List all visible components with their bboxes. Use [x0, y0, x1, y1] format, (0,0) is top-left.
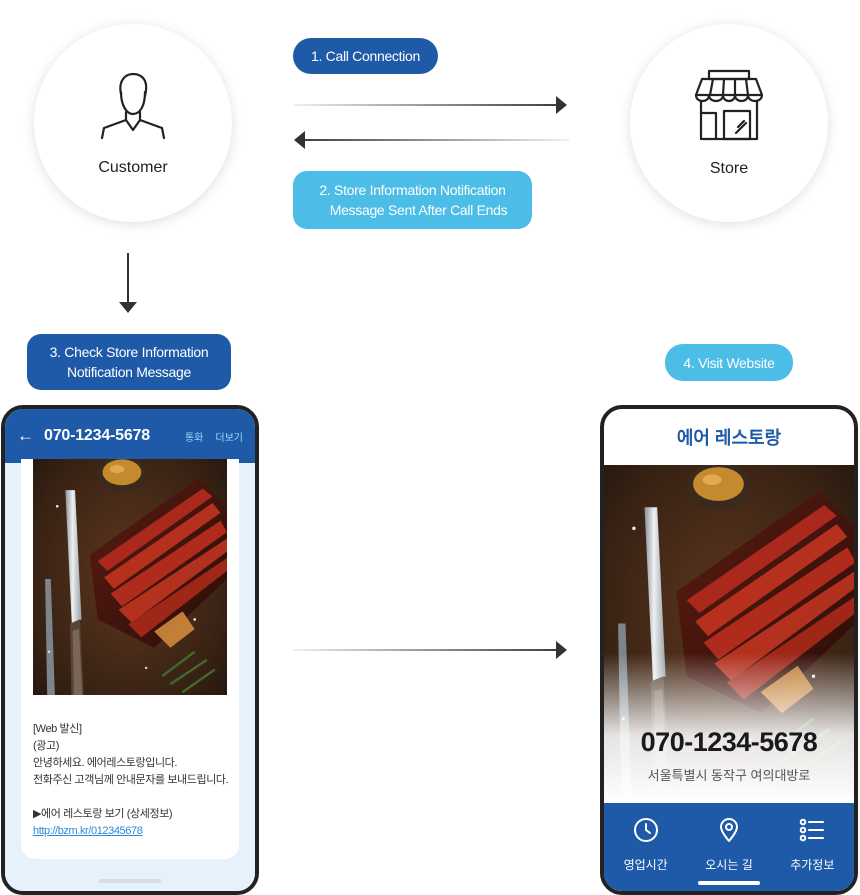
arrow-message-to-customer [294, 131, 569, 149]
step4-label: 4. Visit Website [665, 344, 793, 381]
arrow-down-to-message [119, 253, 137, 313]
more-info-button-label: 추가정보 [790, 858, 835, 872]
message-line: 전화주신 고객님께 안내문자를 보내드립니다. [33, 774, 229, 786]
website-hero: 070-1234-5678 서울특별시 동작구 여의대방로 [604, 465, 854, 803]
back-arrow-icon[interactable]: ← [17, 426, 34, 445]
website-phone-number[interactable]: 070-1234-5678 [640, 727, 818, 757]
message-card: [Web 발신] (광고) 안녕하세요. 에어레스토랑입니다. 전화주신 고객님… [21, 459, 239, 859]
sender-number: 070-1234-5678 [44, 427, 150, 444]
message-line: [Web 발신] [33, 723, 82, 735]
website-phone: 에어 레스토랑 070-1234-5678 서울특별시 동작구 여의대방로 영업… [600, 405, 858, 895]
storefront-icon [694, 69, 764, 146]
customer-label: Customer [98, 158, 168, 176]
clock-icon [633, 817, 659, 848]
message-header: ← 070-1234-5678 통화 더보기 [5, 409, 255, 463]
message-phone: ← 070-1234-5678 통화 더보기 [Web 발신] (광고) 안녕하… [1, 405, 259, 895]
hours-button[interactable]: 영업시간 [609, 817, 683, 891]
message-text: [Web 발신] (광고) 안녕하세요. 에어레스토랑입니다. 전화주신 고객님… [33, 721, 233, 840]
steak-image [33, 459, 227, 695]
message-line: (광고) [33, 740, 59, 752]
step2-label: 2. Store Information Notification Messag… [293, 171, 532, 229]
more-button[interactable]: 더보기 [215, 432, 243, 444]
store-node: Store [630, 24, 828, 222]
list-icon [799, 817, 825, 848]
person-icon [96, 70, 170, 145]
website-title: 에어 레스토랑 [676, 428, 782, 448]
message-link[interactable]: http://bzm.kr/012345678 [33, 825, 143, 837]
website-address: 서울특별시 동작구 여의대방로 [647, 768, 811, 783]
home-indicator [698, 881, 760, 885]
message-line: 안녕하세요. 에어레스토랑입니다. [33, 757, 178, 769]
arrow-message-to-website [293, 641, 567, 659]
more-info-button[interactable]: 추가정보 [775, 817, 849, 891]
message-link-label: ▶에어 레스토랑 보기 (상세정보) [33, 808, 173, 820]
directions-button-label: 오시는 길 [705, 858, 753, 872]
store-label: Store [709, 159, 749, 177]
customer-node: Customer [34, 24, 232, 222]
directions-button[interactable]: 오시는 길 [692, 817, 766, 891]
step1-label: 1. Call Connection [293, 38, 438, 74]
location-pin-icon [716, 817, 742, 848]
home-indicator [99, 879, 161, 883]
message-body: [Web 발신] (광고) 안녕하세요. 에어레스토랑입니다. 전화주신 고객님… [5, 459, 255, 891]
hours-button-label: 영업시간 [623, 858, 668, 872]
call-button[interactable]: 통화 [184, 432, 204, 444]
arrow-call-to-store [293, 96, 567, 114]
step3-label: 3. Check Store Information Notification … [27, 334, 231, 390]
website-bottom-bar: 영업시간 오시는 길 추가정보 [604, 803, 854, 891]
